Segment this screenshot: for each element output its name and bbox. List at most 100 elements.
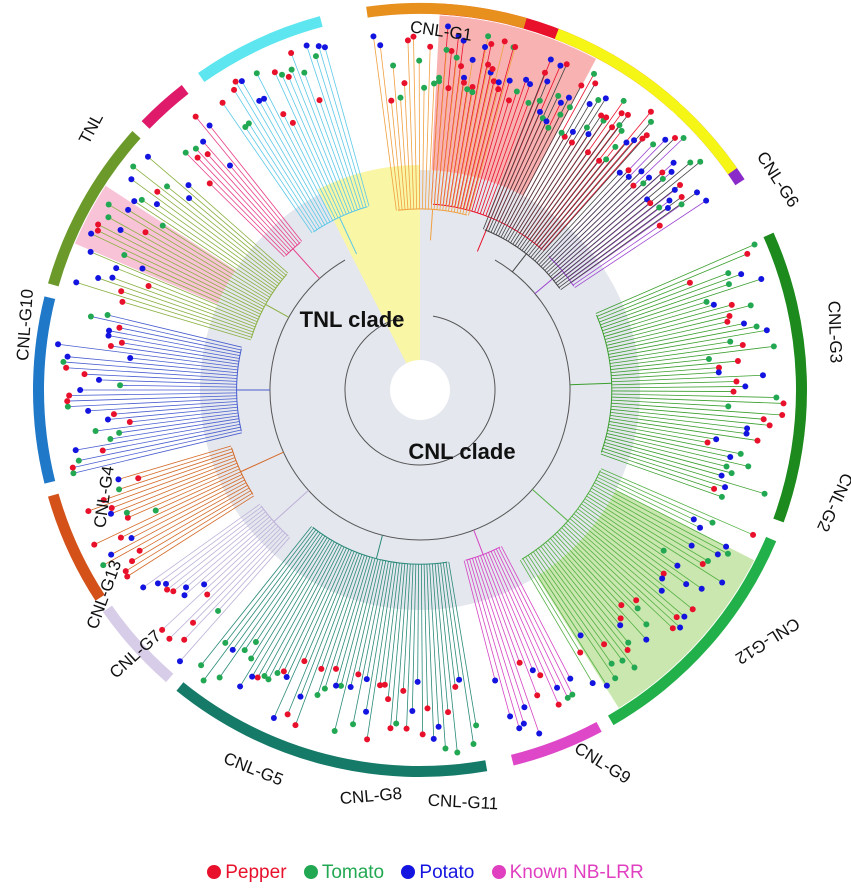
branch-cnl-g12 [471, 558, 525, 724]
branch-tnl [507, 103, 590, 242]
tip-marker [125, 206, 132, 213]
tip-marker [77, 387, 84, 393]
ring-segment-cnl-g11 [102, 605, 174, 683]
tip-marker [414, 678, 421, 685]
branch-cnl-g3 [611, 390, 734, 392]
tip-marker [285, 73, 292, 80]
branch-cnl-g10 [468, 46, 516, 216]
tip-marker [337, 682, 344, 689]
branch-cnl-g11 [203, 521, 275, 585]
branch-cnl-g8 [125, 492, 253, 572]
tip-marker [520, 720, 527, 727]
branch-cnl-g7 [121, 290, 253, 336]
tip-marker [529, 667, 536, 674]
known-nblrr-dot-icon [491, 865, 506, 879]
tip-marker [703, 298, 710, 305]
tip-marker [419, 731, 426, 738]
tip-marker [470, 740, 477, 747]
branch-cnl-g1 [477, 91, 518, 214]
branch-cnl-g5 [66, 367, 238, 379]
tip-marker [617, 622, 624, 629]
branch-cnl-g5 [121, 342, 239, 362]
tip-marker [674, 562, 681, 569]
tip-marker [668, 168, 675, 175]
tip-marker [506, 77, 513, 84]
tip-marker [139, 265, 146, 272]
branch-cnl-g4 [315, 56, 364, 209]
tip-marker [95, 376, 102, 383]
branch-cnl-g3 [607, 323, 745, 352]
branch-cnl-g5 [75, 421, 240, 451]
branch-cnl-g5 [113, 403, 238, 415]
branch-cnl-g9 [300, 552, 358, 697]
tip-marker [458, 63, 465, 70]
tip-marker [176, 658, 183, 665]
branch-cnl-g8 [110, 482, 247, 555]
branch-tnl [523, 114, 629, 253]
branch-cnl-g3 [611, 381, 737, 386]
tip-marker [743, 430, 750, 437]
tip-marker [760, 416, 767, 423]
branch-cnl-g11 [142, 503, 261, 588]
branch-cnl-g5 [107, 314, 242, 348]
branch-cnl-g12 [482, 554, 538, 696]
branch-cnl-g2 [594, 482, 729, 555]
group-label-tnl: TNL [75, 110, 107, 147]
branch-cnl-g2 [589, 490, 709, 562]
tip-marker [671, 186, 678, 193]
tip-marker [678, 201, 685, 208]
branch-cnl-g5 [107, 406, 238, 420]
tip-marker [563, 61, 570, 68]
tip-marker [618, 127, 625, 134]
tip-marker [699, 560, 706, 567]
branch-cnl-g2 [519, 559, 594, 684]
branch-cnl-g3 [603, 301, 707, 335]
tip-marker [715, 364, 722, 371]
tip-marker [683, 581, 690, 588]
tip-marker [643, 621, 650, 628]
branch-cnl-g3 [604, 304, 714, 337]
backbone-arc [269, 259, 571, 541]
tip-marker [727, 453, 734, 460]
tip-marker [401, 80, 408, 87]
tip-marker [618, 602, 625, 609]
branch-cnl-g9 [264, 542, 338, 677]
tip-marker [117, 227, 124, 234]
circular-phylogeny: CNL-G1CNL-G6CNL-G3CNL-G2CNL-G12CNL-G9CNL… [13, 3, 851, 813]
tip-marker [567, 675, 574, 682]
branch-cnl-g9 [273, 548, 350, 719]
tip-marker [410, 33, 417, 40]
branch-cnl-g3 [611, 405, 764, 420]
tip-marker [115, 476, 122, 483]
branch-tnl [512, 98, 607, 245]
tip-marker [424, 705, 431, 712]
cnl-clade-label: CNL clade [408, 439, 515, 464]
tip-marker [744, 250, 751, 257]
branch-cnl-g5 [90, 316, 242, 351]
tip-marker [350, 721, 357, 728]
tip-marker [643, 132, 650, 139]
tip-marker [460, 79, 467, 86]
branch-tnl [553, 161, 701, 282]
tip-marker [85, 508, 92, 515]
branch-cnl-g2 [556, 531, 647, 625]
branch-cnl-g2 [547, 540, 621, 626]
tip-marker [521, 704, 528, 711]
branch-cnl-g9 [317, 555, 365, 696]
tip-marker [745, 463, 752, 470]
tip-marker [355, 671, 362, 678]
tip-marker [128, 176, 135, 183]
tip-marker [750, 531, 757, 538]
branch-cnl-g7 [147, 156, 287, 276]
tip-marker [88, 230, 95, 237]
tip-marker [104, 416, 111, 423]
branch-cnl-g5 [67, 356, 238, 374]
tip-marker [206, 180, 213, 187]
tip-marker [284, 711, 291, 718]
branch-cnl-g8 [94, 474, 243, 545]
tip-marker [387, 725, 394, 732]
branch-cnl-g7 [132, 166, 282, 282]
branch-cnl-g9 [303, 550, 353, 662]
group-label-cnl-g9: CNL-G9 [571, 739, 634, 788]
tip-marker [761, 490, 768, 497]
